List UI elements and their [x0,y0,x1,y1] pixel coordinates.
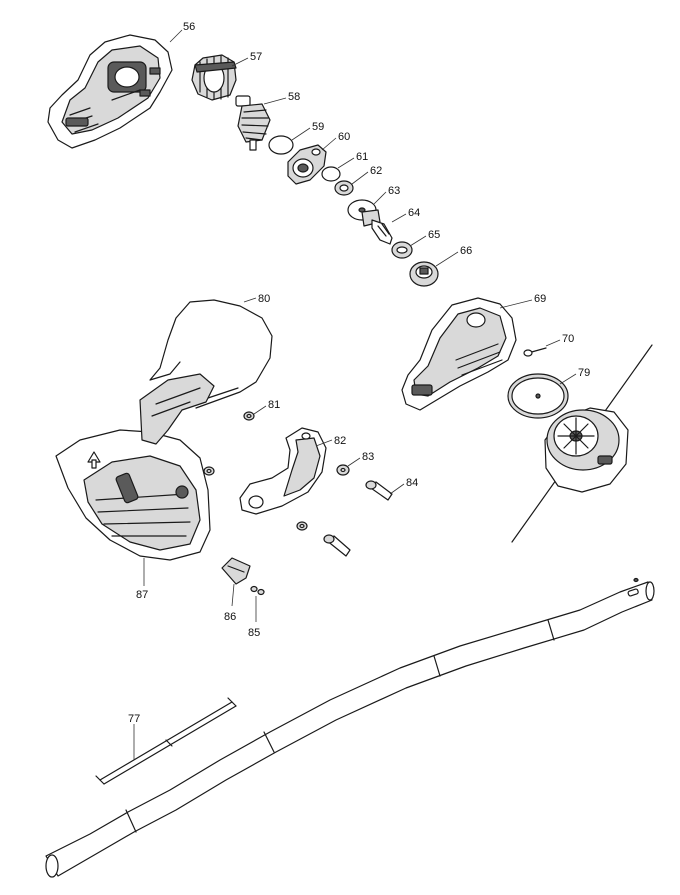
part-86-cutter-plate [221,557,251,585]
callout-69: 69 [534,293,546,305]
part-64-spindle [371,219,393,245]
part-65-bearing [391,241,413,259]
lower-washer-right [296,521,308,531]
part-61-ring [321,166,341,182]
part-59-o-ring [268,135,294,155]
part-69-gear-housing [401,297,517,411]
lower-bolt [323,534,351,557]
part-79-cover-disc [507,373,569,419]
callout-66: 66 [460,245,472,257]
part-66-collar [409,261,439,287]
callout-84: 84 [406,477,418,489]
lower-washer-left [203,466,215,476]
callout-87: 87 [136,589,148,601]
callout-61: 61 [356,151,368,163]
leader-lines [133,29,577,760]
part-82-clamp [239,427,327,515]
part-81-washer [243,411,255,421]
shaft-tube [45,577,655,878]
callout-56: 56 [183,21,195,33]
callout-82: 82 [334,435,346,447]
callout-57: 57 [250,51,262,63]
part-77-cable [95,697,237,785]
callout-79: 79 [578,367,590,379]
part-87-guard [55,373,215,561]
callout-64: 64 [408,207,420,219]
part-83-washer [336,464,350,476]
part-70-screw [523,347,547,357]
part-84-bolt [365,480,393,501]
callout-62: 62 [370,165,382,177]
part-58-armature [235,95,271,151]
callout-65: 65 [428,229,440,241]
callout-labels: 56 57 58 59 60 61 62 63 64 65 66 69 70 7… [128,21,590,725]
callout-80: 80 [258,293,270,305]
callout-86: 86 [224,611,236,623]
callout-70: 70 [562,333,574,345]
part-63-gear [347,199,381,227]
part-60-bearing-retainer [287,144,327,185]
spool-head [511,344,653,543]
callout-60: 60 [338,131,350,143]
callout-59: 59 [312,121,324,133]
callout-85: 85 [248,627,260,639]
part-62-bearing [334,180,354,196]
callout-63: 63 [388,185,400,197]
callout-81: 81 [268,399,280,411]
part-57-stator [191,54,237,101]
callout-58: 58 [288,91,300,103]
callout-83: 83 [362,451,374,463]
part-56-motor-housing [47,34,173,149]
callout-77: 77 [128,713,140,725]
part-85-screws [250,585,265,596]
